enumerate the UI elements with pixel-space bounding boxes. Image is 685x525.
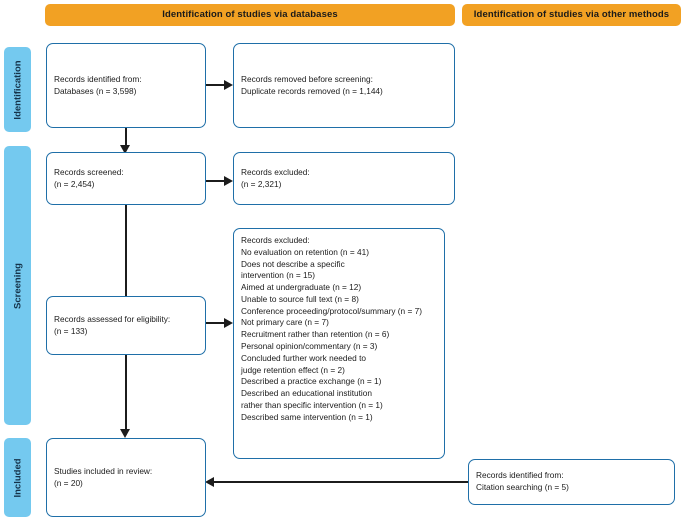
arrow-assessed-to-included	[120, 429, 130, 438]
arrow-identified-to-removed	[224, 79, 233, 90]
connector-screened-to-excluded	[206, 180, 225, 182]
connector-identified-to-screened	[125, 127, 127, 147]
box-text: Records identified from: Databases (n = …	[54, 73, 142, 96]
box-records-identified-citation-searching: Records identified from: Citation search…	[468, 459, 675, 505]
box-records-screened: Records screened: (n = 2,454)	[46, 152, 206, 205]
box-records-excluded-screening: Records excluded: (n = 2,321)	[233, 152, 455, 205]
box-text: Records excluded: (n = 2,321)	[241, 166, 310, 189]
connector-citation-to-included	[214, 481, 469, 483]
box-text: Studies included in review: (n = 20)	[54, 465, 153, 488]
banner-identification-databases: Identification of studies via databases	[45, 4, 455, 26]
connector-screened-to-assessed	[125, 205, 127, 301]
connector-assessed-to-included	[125, 355, 127, 431]
banner-label: Identification of studies via other meth…	[473, 8, 670, 20]
stage-bar-identification: Identification	[4, 47, 31, 132]
box-records-identified-databases: Records identified from: Databases (n = …	[46, 43, 206, 128]
box-records-excluded-eligibility: Records excluded: No evaluation on reten…	[233, 228, 445, 459]
stage-bar-included: Included	[4, 438, 31, 517]
arrow-citation-to-included	[205, 476, 214, 487]
connector-assessed-to-excluded-list	[206, 322, 225, 324]
box-studies-included-in-review: Studies included in review: (n = 20)	[46, 438, 206, 517]
arrow-assessed-to-excluded-list	[224, 317, 233, 328]
stage-bar-screening: Screening	[4, 146, 31, 425]
arrow-identified-to-screened	[120, 145, 130, 154]
stage-bar-label: Identification	[12, 59, 23, 120]
banner-identification-other-methods: Identification of studies via other meth…	[462, 4, 681, 26]
box-text: Records identified from: Citation search…	[476, 470, 569, 492]
stage-bar-label: Screening	[12, 262, 23, 309]
banner-label: Identification of studies via databases	[162, 8, 338, 20]
box-text: Records removed before screening: Duplic…	[241, 73, 383, 96]
box-records-removed-before-screening: Records removed before screening: Duplic…	[233, 43, 455, 128]
connector-identified-to-removed	[206, 84, 225, 86]
box-records-assessed-for-eligibility: Records assessed for eligibility: (n = 1…	[46, 296, 206, 355]
box-text: Records excluded: No evaluation on reten…	[241, 235, 423, 422]
stage-bar-label: Included	[12, 457, 23, 498]
arrow-screened-to-excluded	[224, 175, 233, 186]
box-text: Records assessed for eligibility: (n = 1…	[54, 313, 171, 336]
box-text: Records screened: (n = 2,454)	[54, 166, 124, 189]
